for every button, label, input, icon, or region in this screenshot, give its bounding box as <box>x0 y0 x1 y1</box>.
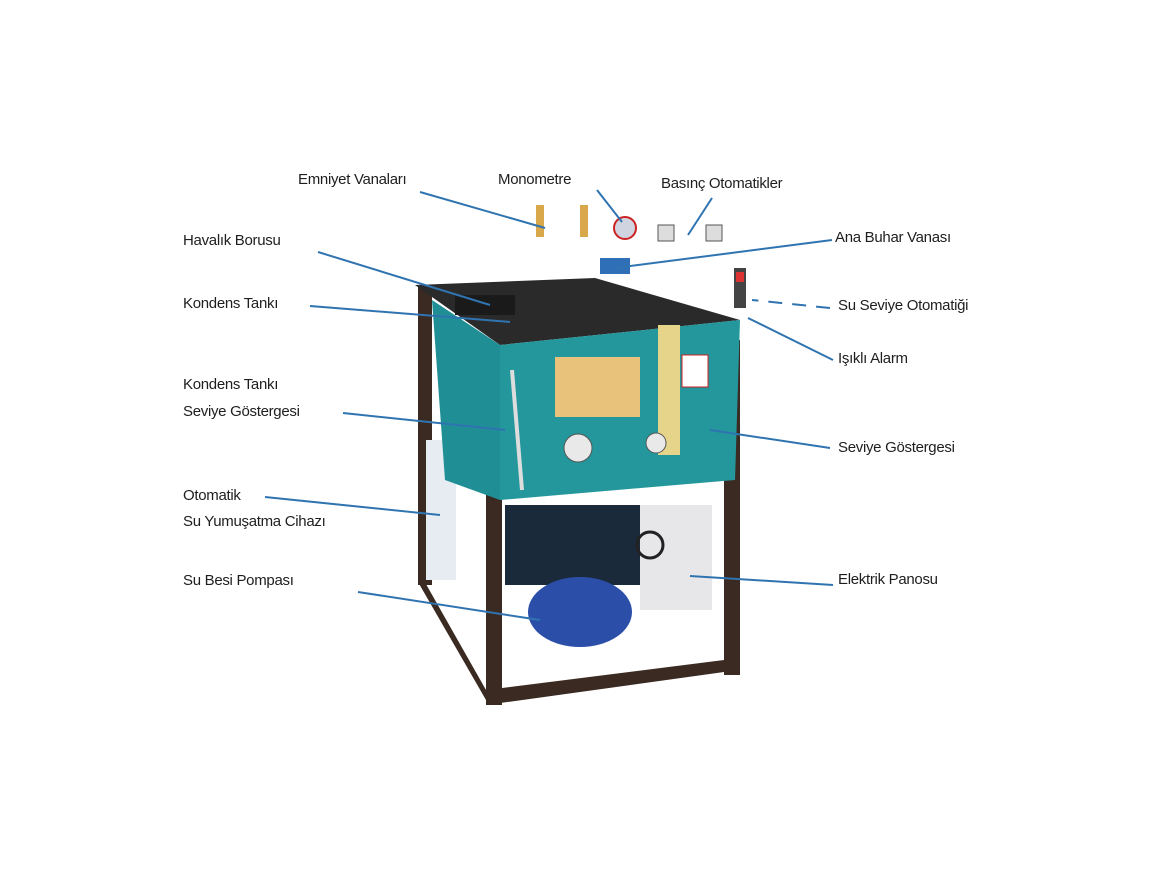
label-kondens-tanki: Kondens Tankı <box>183 295 279 312</box>
manometer <box>613 216 637 240</box>
tank-side <box>432 300 500 500</box>
pressure-switch <box>657 224 675 242</box>
leader-lines <box>264 189 834 621</box>
safety-valve <box>580 205 588 237</box>
condensate-tank <box>455 295 515 315</box>
label-otomatik-line1: Otomatik <box>183 487 241 504</box>
label-isikli-alarm: Işıklı Alarm <box>838 350 908 367</box>
gauge-dial-small <box>645 432 667 454</box>
kondens-level-gauge <box>510 369 524 491</box>
label-otomatik-line2: Su Yumuşatma Cihazı <box>183 513 326 530</box>
gauge-dial <box>563 433 593 463</box>
label-emniyet-vanalari: Emniyet Vanaları <box>298 171 407 188</box>
label-monometre: Monometre <box>498 171 572 188</box>
label-su-besi-pompasi: Su Besi Pompası <box>183 572 294 589</box>
level-gauge <box>658 325 680 455</box>
feed-pump <box>528 577 632 647</box>
piping <box>505 505 655 585</box>
pressure-switch <box>705 224 723 242</box>
label-elektrik-panosu: Elektrik Panosu <box>838 571 938 588</box>
alarm-lamp <box>736 272 744 282</box>
label-su-seviye-otomatigi: Su Seviye Otomatiği <box>838 297 969 314</box>
nameplate <box>555 357 640 417</box>
label-havalik-borusu: Havalık Borusu <box>183 232 281 249</box>
label-basinc-otomatikler: Basınç Otomatikler <box>661 175 783 192</box>
safety-valve <box>536 205 544 237</box>
main-steam-valve <box>600 258 630 274</box>
warning-sign <box>681 354 709 388</box>
label-ana-buhar-vanasi: Ana Buhar Vanası <box>835 229 951 246</box>
label-kondens-seviye-line1: Kondens Tankı <box>183 376 279 393</box>
label-kondens-seviye-line2: Seviye Göstergesi <box>183 403 300 420</box>
label-seviye-gostergesi: Seviye Göstergesi <box>838 439 955 456</box>
valve-wheel <box>635 530 665 560</box>
